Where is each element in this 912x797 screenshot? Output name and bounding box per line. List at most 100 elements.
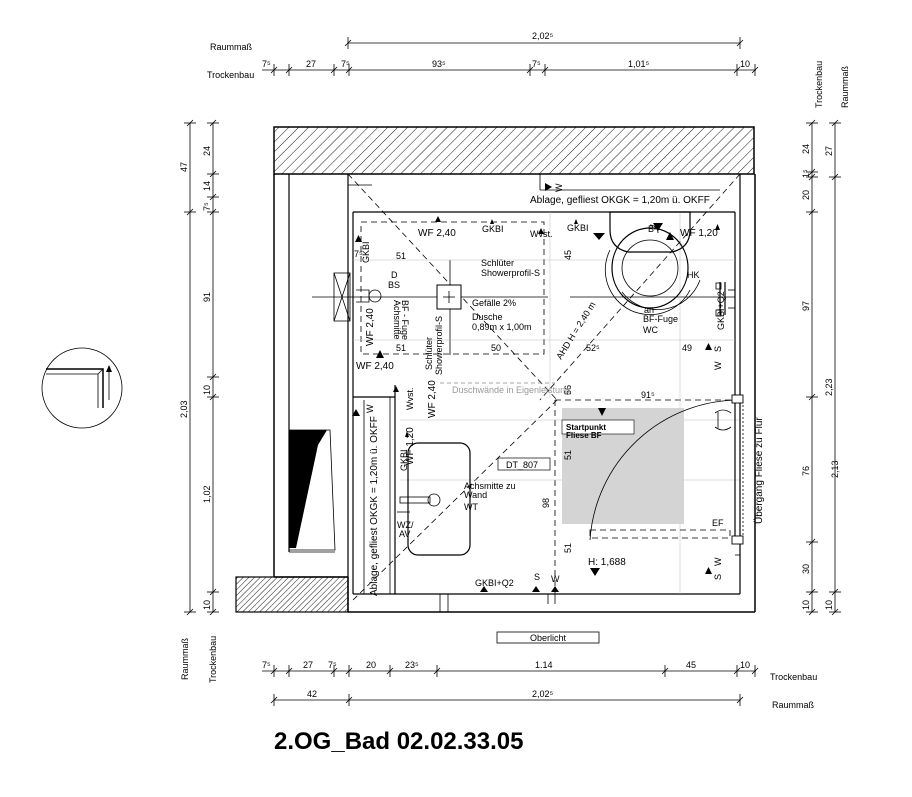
d-label: D: [391, 270, 398, 280]
dim-91: 91⁵: [641, 390, 655, 400]
h-1688: H: 1,688: [588, 557, 626, 568]
dim-bottom-tb-1: 7⁵: [262, 660, 271, 670]
dim-left-47: 47: [179, 162, 189, 172]
dim-51-top: 51: [396, 251, 406, 261]
dim-top-tb-2: 27: [306, 59, 316, 69]
ef-label: EF: [712, 518, 724, 528]
dim-56: 56: [563, 385, 573, 395]
dashed-guides: [312, 173, 741, 601]
w-right-1: W: [713, 361, 723, 370]
dim-51-mid: 51: [396, 343, 406, 353]
dim-right-15: 1⁵: [801, 169, 811, 178]
shower-fittings: [333, 272, 382, 322]
ablage-top: Ablage, gefliest OKGK = 1,20m ü. OKFF: [530, 195, 710, 206]
wf-240-v1: WF 2,40: [365, 308, 376, 346]
wf-240-mid: WF 2,40: [356, 361, 394, 372]
dim-left-10a: 10: [202, 385, 212, 395]
bottom-dimensions: Raummaß Trockenbau 7⁵ 27 7⁵ 20 23⁵ 1.14 …: [180, 636, 817, 710]
dim-right-10b: 10: [824, 600, 834, 610]
wvst-top: Wvst.: [530, 229, 553, 239]
raummass-label-bottom-right: Raummaß: [772, 700, 815, 710]
raummass-label-top: Raummaß: [210, 42, 253, 52]
schlueter-v: Schlüter: [424, 337, 434, 370]
annotations: Ablage, gefliest OKGK = 1,20m ü. OKFF Ab…: [354, 183, 765, 596]
wz-label: WZ/: [397, 520, 414, 530]
door: [589, 394, 744, 545]
dim-right-24: 24: [801, 144, 811, 154]
dim-75-left: 7⁵: [354, 249, 363, 259]
wc: [604, 211, 701, 316]
dim-right-76: 76: [801, 466, 811, 476]
dim-bottom-tb-8: 10: [740, 660, 750, 670]
left-dimensions: 47 2,03 24 14 7⁵ 91 10 1,02 10: [179, 119, 219, 616]
an-label: an: [644, 305, 654, 315]
raummass-label-right: Raummaß: [840, 65, 850, 108]
dim-left-10b: 10: [202, 600, 212, 610]
w-bottom: W: [551, 574, 560, 584]
dim-98: 98: [541, 498, 551, 508]
wt-label: WT: [464, 502, 478, 512]
dt-label: DT_807: [506, 460, 538, 470]
trockenbau-label-top: Trockenbau: [207, 70, 254, 80]
dim-bottom-tb-4: 20: [366, 660, 376, 670]
gkbi-wt: GKBI: [399, 449, 409, 471]
bf-label: Bᶠ: [648, 224, 656, 234]
dim-left-14: 14: [202, 181, 212, 191]
s-right-2: S: [713, 574, 723, 580]
right-dimensions: 24 1⁵ 20 97 76 30 27 2,23 2,13 10 10: [801, 119, 841, 616]
dim-top-tb-7: 10: [740, 59, 750, 69]
oberlicht: Oberlicht: [530, 633, 567, 643]
startpunkt-box: [561, 419, 635, 435]
dim-bottom-tb-7: 45: [686, 660, 696, 670]
dim-bottom-rm-1: 42: [307, 689, 317, 699]
duschwand-label: Duschwände in Eigenleistung: [452, 385, 570, 395]
shower-drain: [436, 284, 462, 310]
dim-left-91: 91: [202, 292, 212, 302]
dim-right-10a: 10: [801, 600, 811, 610]
dim-top-tb-3: 7⁵: [341, 59, 350, 69]
schlueter: Schlüter: [481, 258, 514, 268]
gkbi-top-1: GKBI: [482, 224, 504, 234]
w-left: W: [365, 404, 375, 413]
trockenbau-label-bottom: Trockenbau: [208, 636, 218, 683]
gefaelle: Gefälle 2%: [472, 298, 516, 308]
wf-240-top: WF 2,40: [418, 228, 456, 239]
dim-50: 50: [491, 343, 501, 353]
dim-45: 45: [563, 250, 573, 260]
grab-bar: [715, 282, 735, 317]
dim-right-30: 30: [801, 564, 811, 574]
s-right-1: S: [713, 346, 723, 352]
dim-52: 52⁵: [586, 343, 600, 353]
gkbi-q2-bottom: GKBI+Q2: [475, 578, 514, 588]
room-walls: [235, 126, 756, 613]
dim-top-tb-1: 7⁵: [262, 59, 271, 69]
oberlicht-box: [496, 631, 600, 644]
fliese-bf: Fliese BF: [566, 431, 602, 440]
dim-right-223: 2,23: [824, 378, 834, 396]
dim-right-20: 20: [801, 190, 811, 200]
bf-fuge: BF-Fuge: [643, 314, 678, 324]
gkbi-top-2: GKBI: [567, 223, 589, 233]
dim-top-raummass: 2,02⁵: [532, 31, 554, 41]
dim-left-203: 2,03: [179, 400, 189, 418]
dim-right-27: 27: [824, 146, 834, 156]
dim-bottom-tb-5: 23⁵: [405, 660, 419, 670]
markers: [352, 183, 720, 592]
wf-120-top: WF 1,20: [680, 228, 718, 239]
ablage-left: Ablage, gefliest OKGK = 1,20m ü. OKFF: [369, 416, 380, 596]
dim-top-tb-6: 1,01⁵: [628, 59, 650, 69]
washbasin: [397, 442, 471, 556]
dim-top-tb-4: 93⁵: [432, 59, 446, 69]
dim-right-213: 2,13: [830, 460, 840, 478]
av-label: AV: [399, 529, 410, 539]
drawing-title: 2.OG_Bad 02.02.33.05: [274, 728, 524, 755]
dusche-dim: 0,89m x 1,00m: [472, 322, 532, 332]
dusche: Dusche: [472, 312, 503, 322]
bf-fuge-v: BF - Fuge: [400, 300, 410, 340]
dt-box: [497, 457, 551, 471]
trockenbau-label-bottom-right: Trockenbau: [770, 672, 817, 682]
dim-bottom-tb-2: 27: [303, 660, 313, 670]
dim-right-97: 97: [801, 301, 811, 311]
wc-label: WC: [643, 325, 658, 335]
